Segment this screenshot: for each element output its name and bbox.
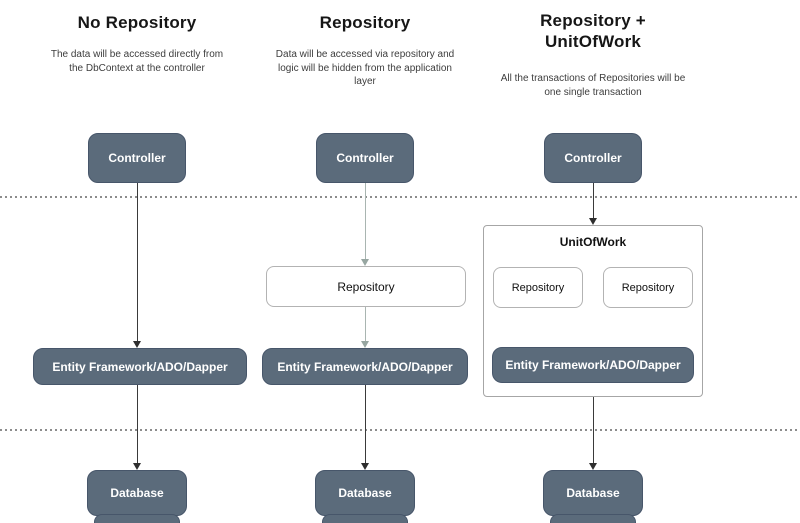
database-node-col3: Database <box>543 470 643 516</box>
arrowhead-col1-controller-to-ef <box>133 341 141 348</box>
column-title-repository: Repository <box>319 13 411 32</box>
arrowhead-col3-uow-to-db <box>589 463 597 470</box>
controller-node-col3: Controller <box>544 133 642 183</box>
arrowhead-col2-ef-to-db <box>361 463 369 470</box>
arrow-line-col1-ef-to-db <box>137 385 138 463</box>
layer-divider-bottom <box>0 429 800 431</box>
arrowhead-col1-ef-to-db <box>133 463 141 470</box>
database-node-col2: Database <box>315 470 415 516</box>
database-node-col2-base <box>322 514 408 523</box>
arrow-line-col1-controller-to-ef <box>137 183 138 341</box>
column-description-no-repository: The data will be accessed directly from … <box>50 49 224 74</box>
arrow-line-col3-controller-to-uow <box>593 183 594 218</box>
arrow-line-col2-ef-to-db <box>365 385 366 463</box>
arrow-line-col2-repo-to-ef <box>365 307 366 341</box>
ef-node-col2: Entity Framework/ADO/Dapper <box>262 348 468 385</box>
column-description-repository: Data will be accessed via repository and… <box>275 49 455 87</box>
database-node-col1-base <box>94 514 180 523</box>
column-description-repository-unitofwork: All the transactions of Repositories wil… <box>500 73 686 98</box>
repository-node-uow-2: Repository <box>603 267 693 308</box>
arrowhead-col2-repo-to-ef <box>361 341 369 348</box>
database-node-col3-base <box>550 514 636 523</box>
controller-node-col2: Controller <box>316 133 414 183</box>
ef-node-col1: Entity Framework/ADO/Dapper <box>33 348 247 385</box>
ef-node-col3: Entity Framework/ADO/Dapper <box>492 347 694 383</box>
arrow-line-col2-controller-to-repo <box>365 183 366 259</box>
arrowhead-col3-controller-to-uow <box>589 218 597 225</box>
layer-divider-top <box>0 196 800 198</box>
unitofwork-label: UnitOfWork <box>559 235 627 249</box>
database-node-col1: Database <box>87 470 187 516</box>
repository-node-col2: Repository <box>266 266 466 307</box>
arrowhead-col2-controller-to-repo <box>361 259 369 266</box>
column-title-repository-unitofwork: Repository + UnitOfWork <box>540 11 646 52</box>
arrow-line-col3-uow-to-db <box>593 397 594 463</box>
repository-node-uow-1: Repository <box>493 267 583 308</box>
controller-node-col1: Controller <box>88 133 186 183</box>
column-title-no-repository: No Repository <box>77 13 197 32</box>
